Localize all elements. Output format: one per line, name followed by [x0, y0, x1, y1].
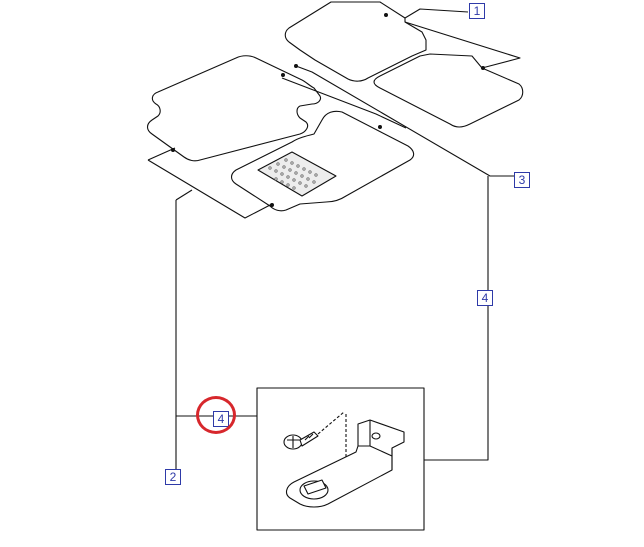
floor-mat-front-right: [284, 1, 521, 82]
floor-mat-front-left: [146, 55, 322, 162]
floor-mat-rear-right: [373, 53, 524, 128]
callout-item-3[interactable]: 3: [514, 172, 530, 188]
callout-label: 2: [169, 470, 177, 484]
callout-label: 3: [518, 173, 526, 187]
heel-pad: [257, 151, 337, 197]
callout-label: 4: [481, 291, 489, 305]
mat-retainer-clip-icon: [285, 414, 405, 508]
callout-item-1[interactable]: 1: [469, 3, 485, 19]
callout-label: 1: [473, 4, 481, 18]
callout-item-4-upper[interactable]: 4: [477, 290, 493, 306]
callout-item-2[interactable]: 2: [165, 469, 181, 485]
floor-mat-rear-left: [147, 110, 415, 219]
screw-icon: [283, 411, 345, 450]
callout-label: 4: [217, 412, 225, 426]
callout-item-4-lower[interactable]: 4: [213, 411, 229, 427]
